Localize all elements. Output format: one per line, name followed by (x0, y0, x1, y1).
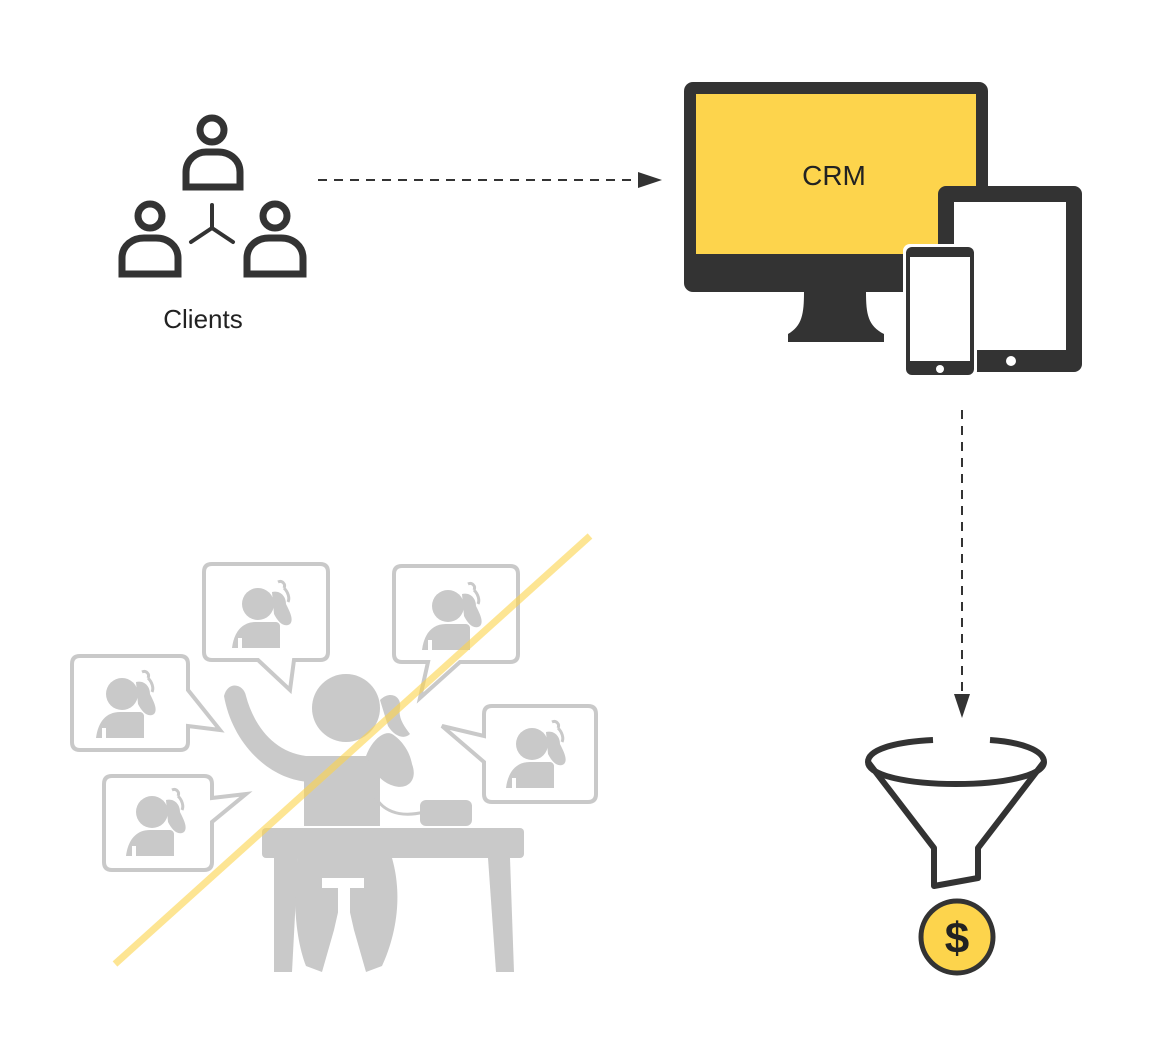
monitor-icon (684, 82, 988, 342)
funnel-group: $ (865, 737, 1047, 976)
speech-bubble-right (440, 704, 598, 804)
speech-bubble-left (70, 654, 225, 752)
manual-calls-illustration (70, 533, 598, 972)
strike-through-line (112, 533, 593, 967)
crm-label: CRM (802, 160, 866, 191)
dollar-coin-icon: $ (918, 898, 996, 976)
speech-bubble-top-left (202, 562, 330, 695)
arrowhead-down-icon (954, 694, 970, 718)
user-group-icon (118, 114, 307, 278)
dollar-symbol: $ (945, 914, 969, 963)
overwhelmed-caller-icon (224, 674, 524, 972)
arrow-clients-to-crm (318, 172, 662, 188)
funnel-icon (865, 737, 1047, 889)
arrowhead-right-icon (638, 172, 662, 188)
speech-bubble-top-right (392, 564, 520, 704)
crm-screen (696, 94, 976, 254)
clients-label: Clients (163, 304, 242, 334)
crm-devices: CRM (684, 82, 1082, 378)
phone-icon (903, 244, 977, 378)
monitor-stand (788, 292, 884, 342)
arrow-crm-to-funnel (954, 410, 970, 718)
speech-bubble-bottom-left (102, 774, 253, 872)
clients-group: Clients (118, 114, 307, 334)
